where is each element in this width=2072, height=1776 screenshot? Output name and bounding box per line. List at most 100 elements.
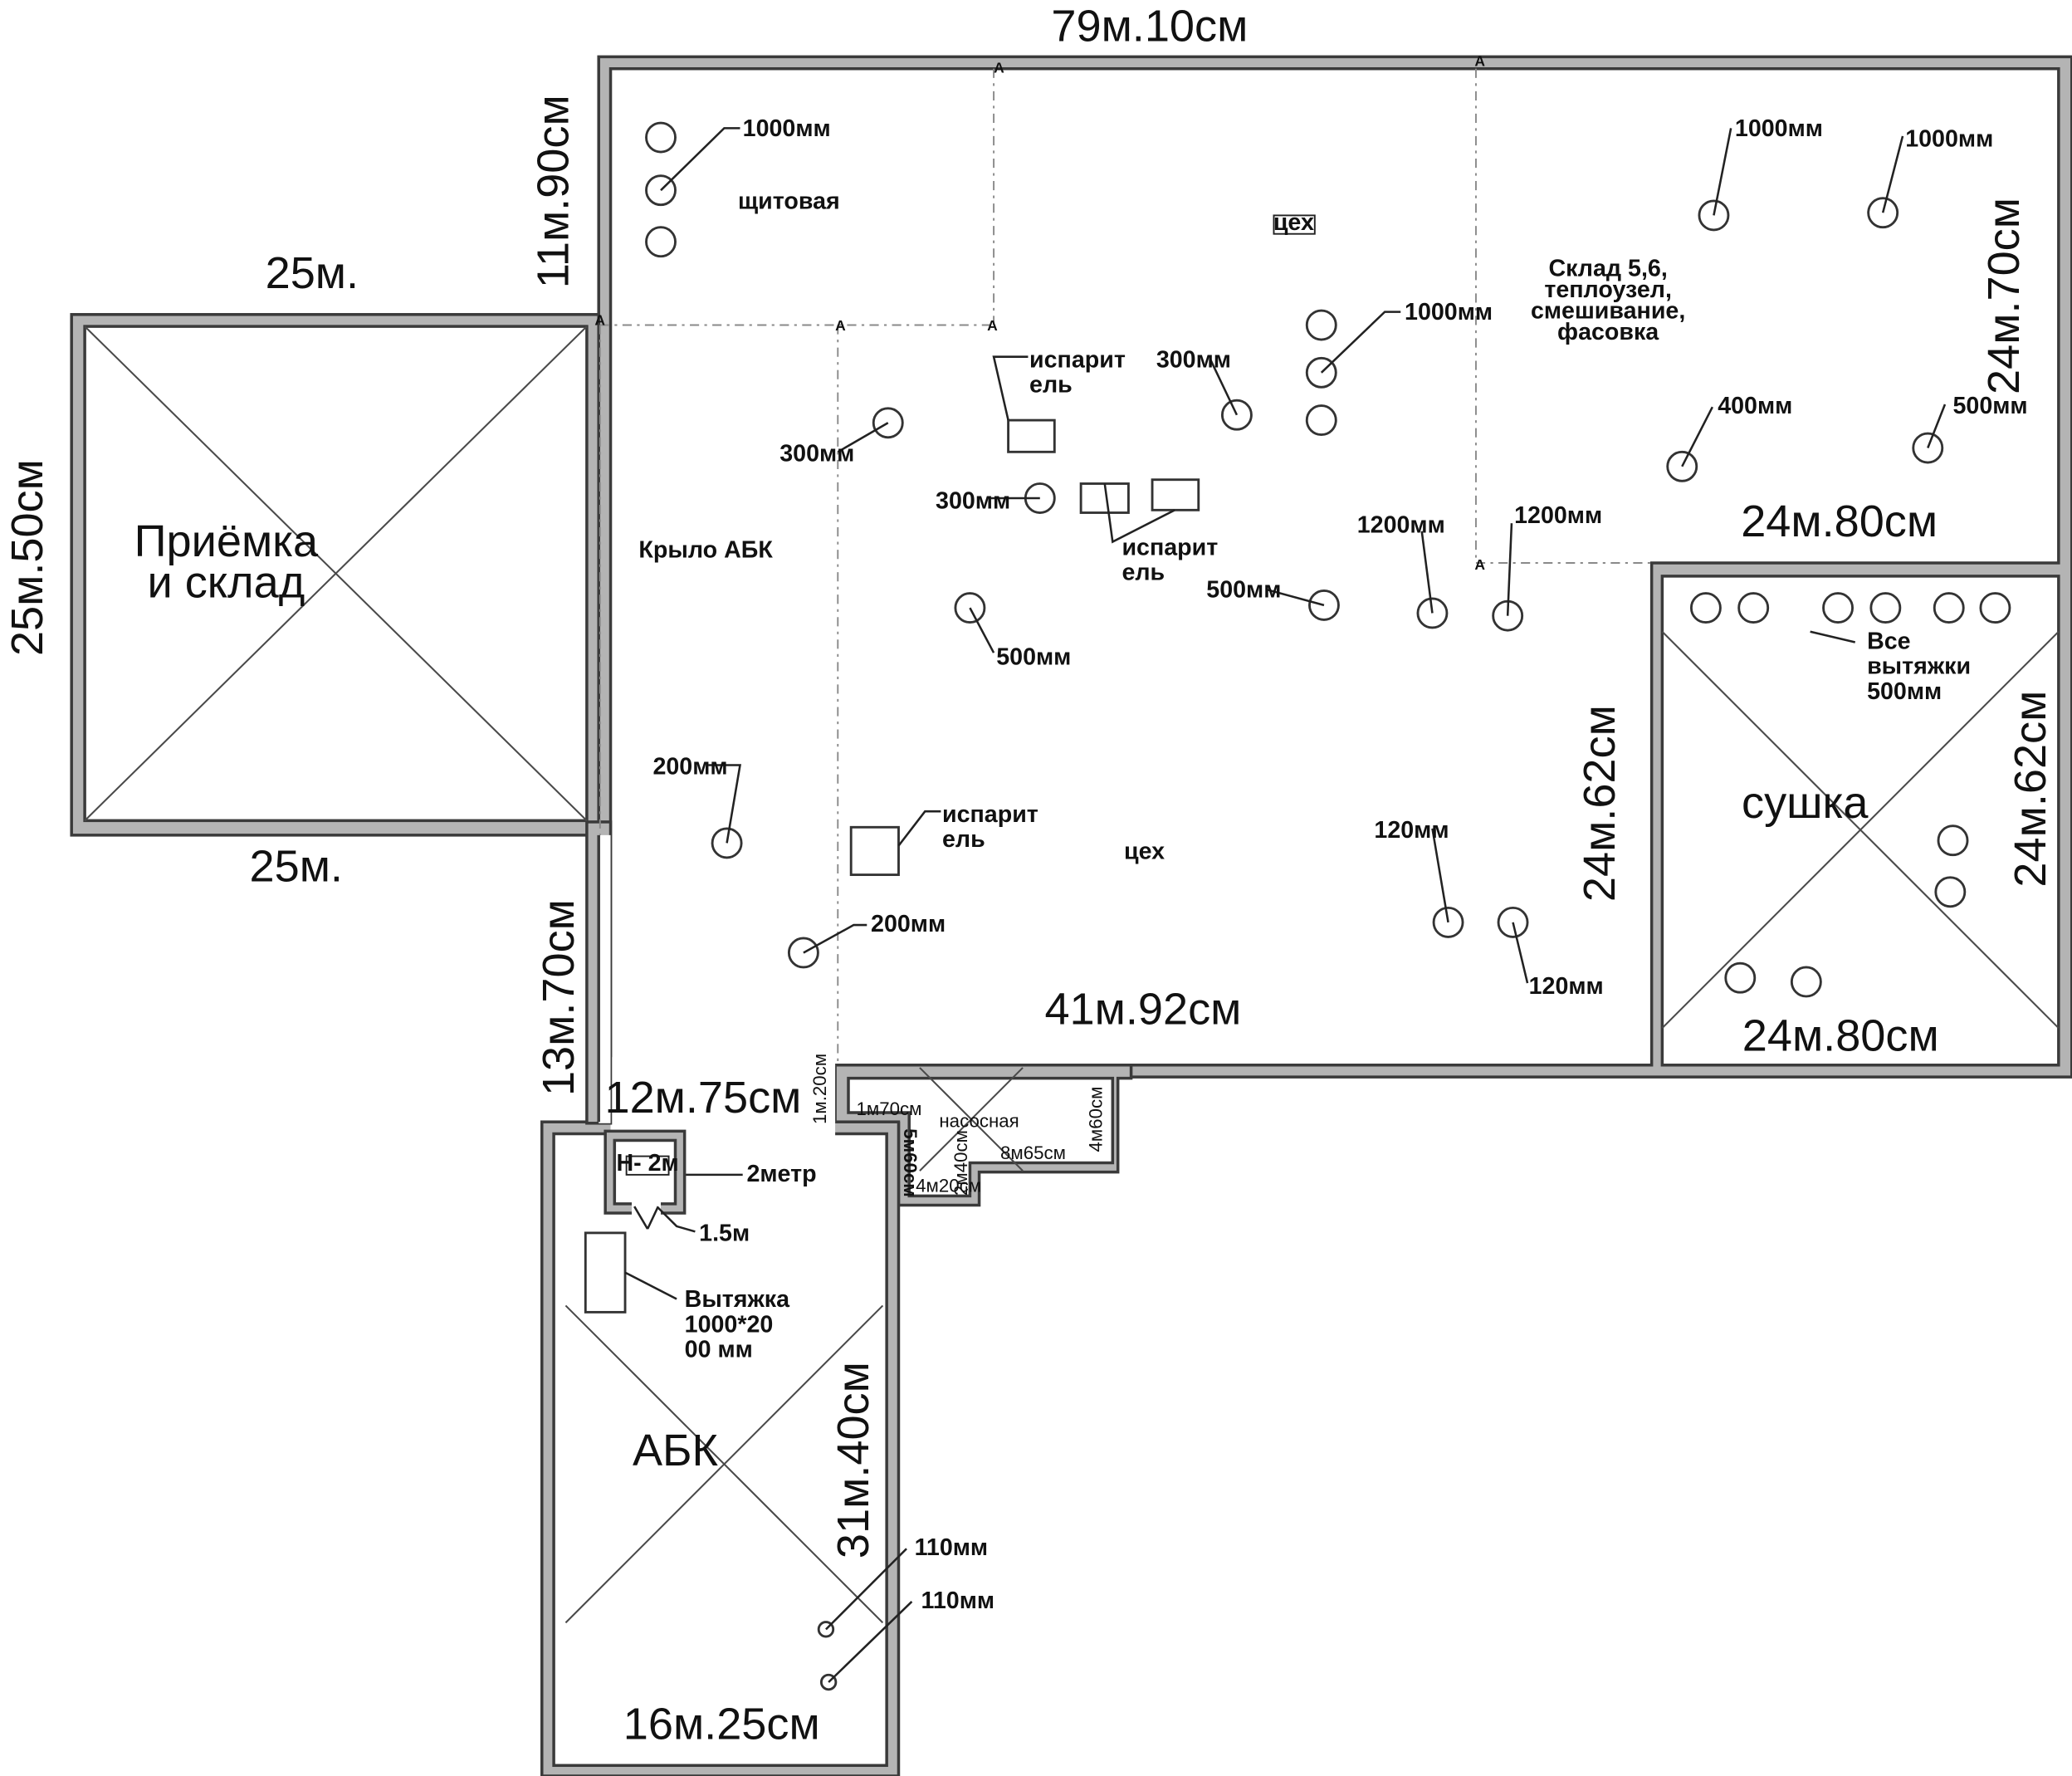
label-d500: 500мм	[1953, 393, 2028, 419]
duct-circle	[1432, 906, 1464, 938]
label-d1000: 1000мм	[1735, 115, 1823, 142]
label-evaporator: ель	[1122, 560, 1165, 586]
dim-nasos-a: 1м70см	[857, 1098, 922, 1119]
axis-marker: A	[594, 312, 605, 329]
label-d200: 200мм	[652, 754, 727, 780]
label-d500: 500мм	[1206, 576, 1281, 603]
partitions	[599, 68, 1652, 1065]
room-sklad: теплоузел,	[1544, 276, 1672, 303]
label-d1000: 1000мм	[1905, 126, 1993, 153]
dim-nasos-gap: 1м.20см	[809, 1054, 830, 1124]
label-hood: Вытяжка	[685, 1286, 790, 1313]
label-d300: 300мм	[779, 440, 854, 467]
label-evaporator: испарит	[942, 801, 1038, 828]
duct-circle	[1867, 197, 1899, 229]
label-d110: 110мм	[921, 1588, 995, 1614]
room-sklad: смешивание,	[1531, 298, 1685, 325]
room-ceh-main: цех	[1124, 838, 1165, 864]
label-d300: 300мм	[936, 488, 1010, 515]
duct-circle	[1689, 592, 1722, 624]
label-d1200: 1200мм	[1514, 502, 1602, 529]
duct-circle	[1305, 404, 1337, 437]
axis-marker: A	[1474, 53, 1485, 70]
dimension-labels: 79м.10см 25м. 25м. 11м.90см 25м.50см 13м…	[2, 1, 2055, 1749]
room-sklad: Склад 5,6,	[1548, 256, 1667, 282]
dim-nasos-f: 4м60см	[1086, 1087, 1107, 1152]
label-d120: 120мм	[1529, 973, 1604, 1000]
label-evaporator: испарит	[1122, 534, 1218, 560]
hood-box	[584, 1231, 627, 1314]
evaporator-box	[849, 825, 900, 877]
axis-marker: A	[987, 317, 998, 334]
duct-circle	[1979, 592, 2011, 624]
label-evaporator: ель	[942, 826, 985, 853]
dim-priemka-side: 25м.50см	[2, 459, 52, 656]
label-all-hoods: 500мм	[1867, 678, 1942, 705]
duct-circle	[1790, 966, 1822, 998]
annotations: 1000мм 1000мм 1000мм 1000мм 300мм 300мм …	[616, 115, 2027, 1614]
room-ceh-top: цех	[1273, 209, 1314, 236]
room-nasosnaya: насосная	[939, 1111, 1019, 1132]
duct-circle	[1912, 432, 1944, 464]
label-hood: 00 мм	[685, 1336, 753, 1363]
label-d1200: 1200мм	[1357, 511, 1445, 538]
dim-abk-bottom: 16м.25см	[623, 1699, 820, 1749]
evaporator-box	[1151, 478, 1200, 511]
dim-abk-side: 31м.40см	[828, 1362, 878, 1558]
axis-markers: A A A A A A	[594, 53, 1485, 573]
duct-circle	[1933, 592, 1965, 624]
duct-circle	[1937, 824, 1969, 857]
dim-nasos-b: 5м60см	[900, 1128, 921, 1196]
label-d1000: 1000мм	[1405, 299, 1493, 325]
label-h2m: Н- 2м	[616, 1150, 678, 1177]
dim-sklad-height: 24м.70см	[1979, 198, 2029, 394]
dim-sushka-height: 24м.62см	[2006, 691, 2055, 888]
dim-abk-top: 12м.75см	[605, 1073, 802, 1123]
abk-connector	[610, 1057, 836, 1137]
label-2m: 2метр	[746, 1161, 816, 1187]
label-evaporator: испарит	[1029, 346, 1126, 373]
axis-marker: A	[1474, 556, 1485, 573]
label-d120: 120мм	[1374, 817, 1449, 844]
label-d500: 500мм	[996, 644, 1071, 671]
room-priemka: Приёмка	[134, 516, 319, 566]
label-d200: 200мм	[871, 911, 946, 937]
axis-marker: A	[835, 317, 846, 334]
label-hood: 1000*20	[685, 1311, 774, 1338]
dim-priemka-bottom: 25м.	[250, 842, 343, 892]
room-sklad: фасовка	[1557, 319, 1659, 345]
dim-nasos-d: 8м65см	[1000, 1142, 1066, 1163]
label-evaporator: ель	[1029, 372, 1073, 399]
axis-marker: A	[994, 60, 1004, 76]
label-d400: 400мм	[1718, 393, 1792, 419]
dim-ceh-height: 24м.62см	[1575, 705, 1625, 902]
dim-left-lower: 13м.70см	[534, 899, 584, 1096]
duct-circle	[645, 121, 677, 154]
duct-circle	[1305, 309, 1337, 341]
duct-circle	[1724, 961, 1757, 994]
dim-top-total: 79м.10см	[1051, 1, 1248, 51]
label-1-5m: 1.5м	[699, 1220, 750, 1246]
dim-sushka-width: 24м.80см	[1742, 1010, 1939, 1060]
room-schitovaya: щитовая	[738, 188, 840, 214]
duct-circle	[1934, 876, 1967, 908]
label-d110: 110мм	[915, 1534, 989, 1561]
evaporator-box	[1007, 418, 1056, 453]
label-all-hoods: Все	[1867, 628, 1911, 654]
label-all-hoods: вытяжки	[1867, 653, 1971, 680]
dim-priemka-top: 25м.	[266, 248, 359, 298]
duct-circle	[1822, 592, 1854, 624]
dim-top-wall: 11м.90см	[529, 95, 579, 288]
room-labels: Приёмка и склад щитовая цех цех Крыло АБ…	[134, 188, 1869, 1475]
duct-circle	[1869, 592, 1902, 624]
nasos-floor	[847, 1076, 1115, 1198]
dim-ceh-width: 41м.92см	[1044, 984, 1241, 1034]
room-abk: АБК	[633, 1426, 719, 1475]
label-d300: 300мм	[1156, 346, 1231, 373]
duct-circle	[645, 226, 677, 258]
label-d1000: 1000мм	[743, 115, 831, 142]
h2m-tag	[625, 1155, 670, 1176]
ceh-tag	[1273, 214, 1316, 235]
dim-sklad-width: 24м.80см	[1741, 497, 1938, 546]
